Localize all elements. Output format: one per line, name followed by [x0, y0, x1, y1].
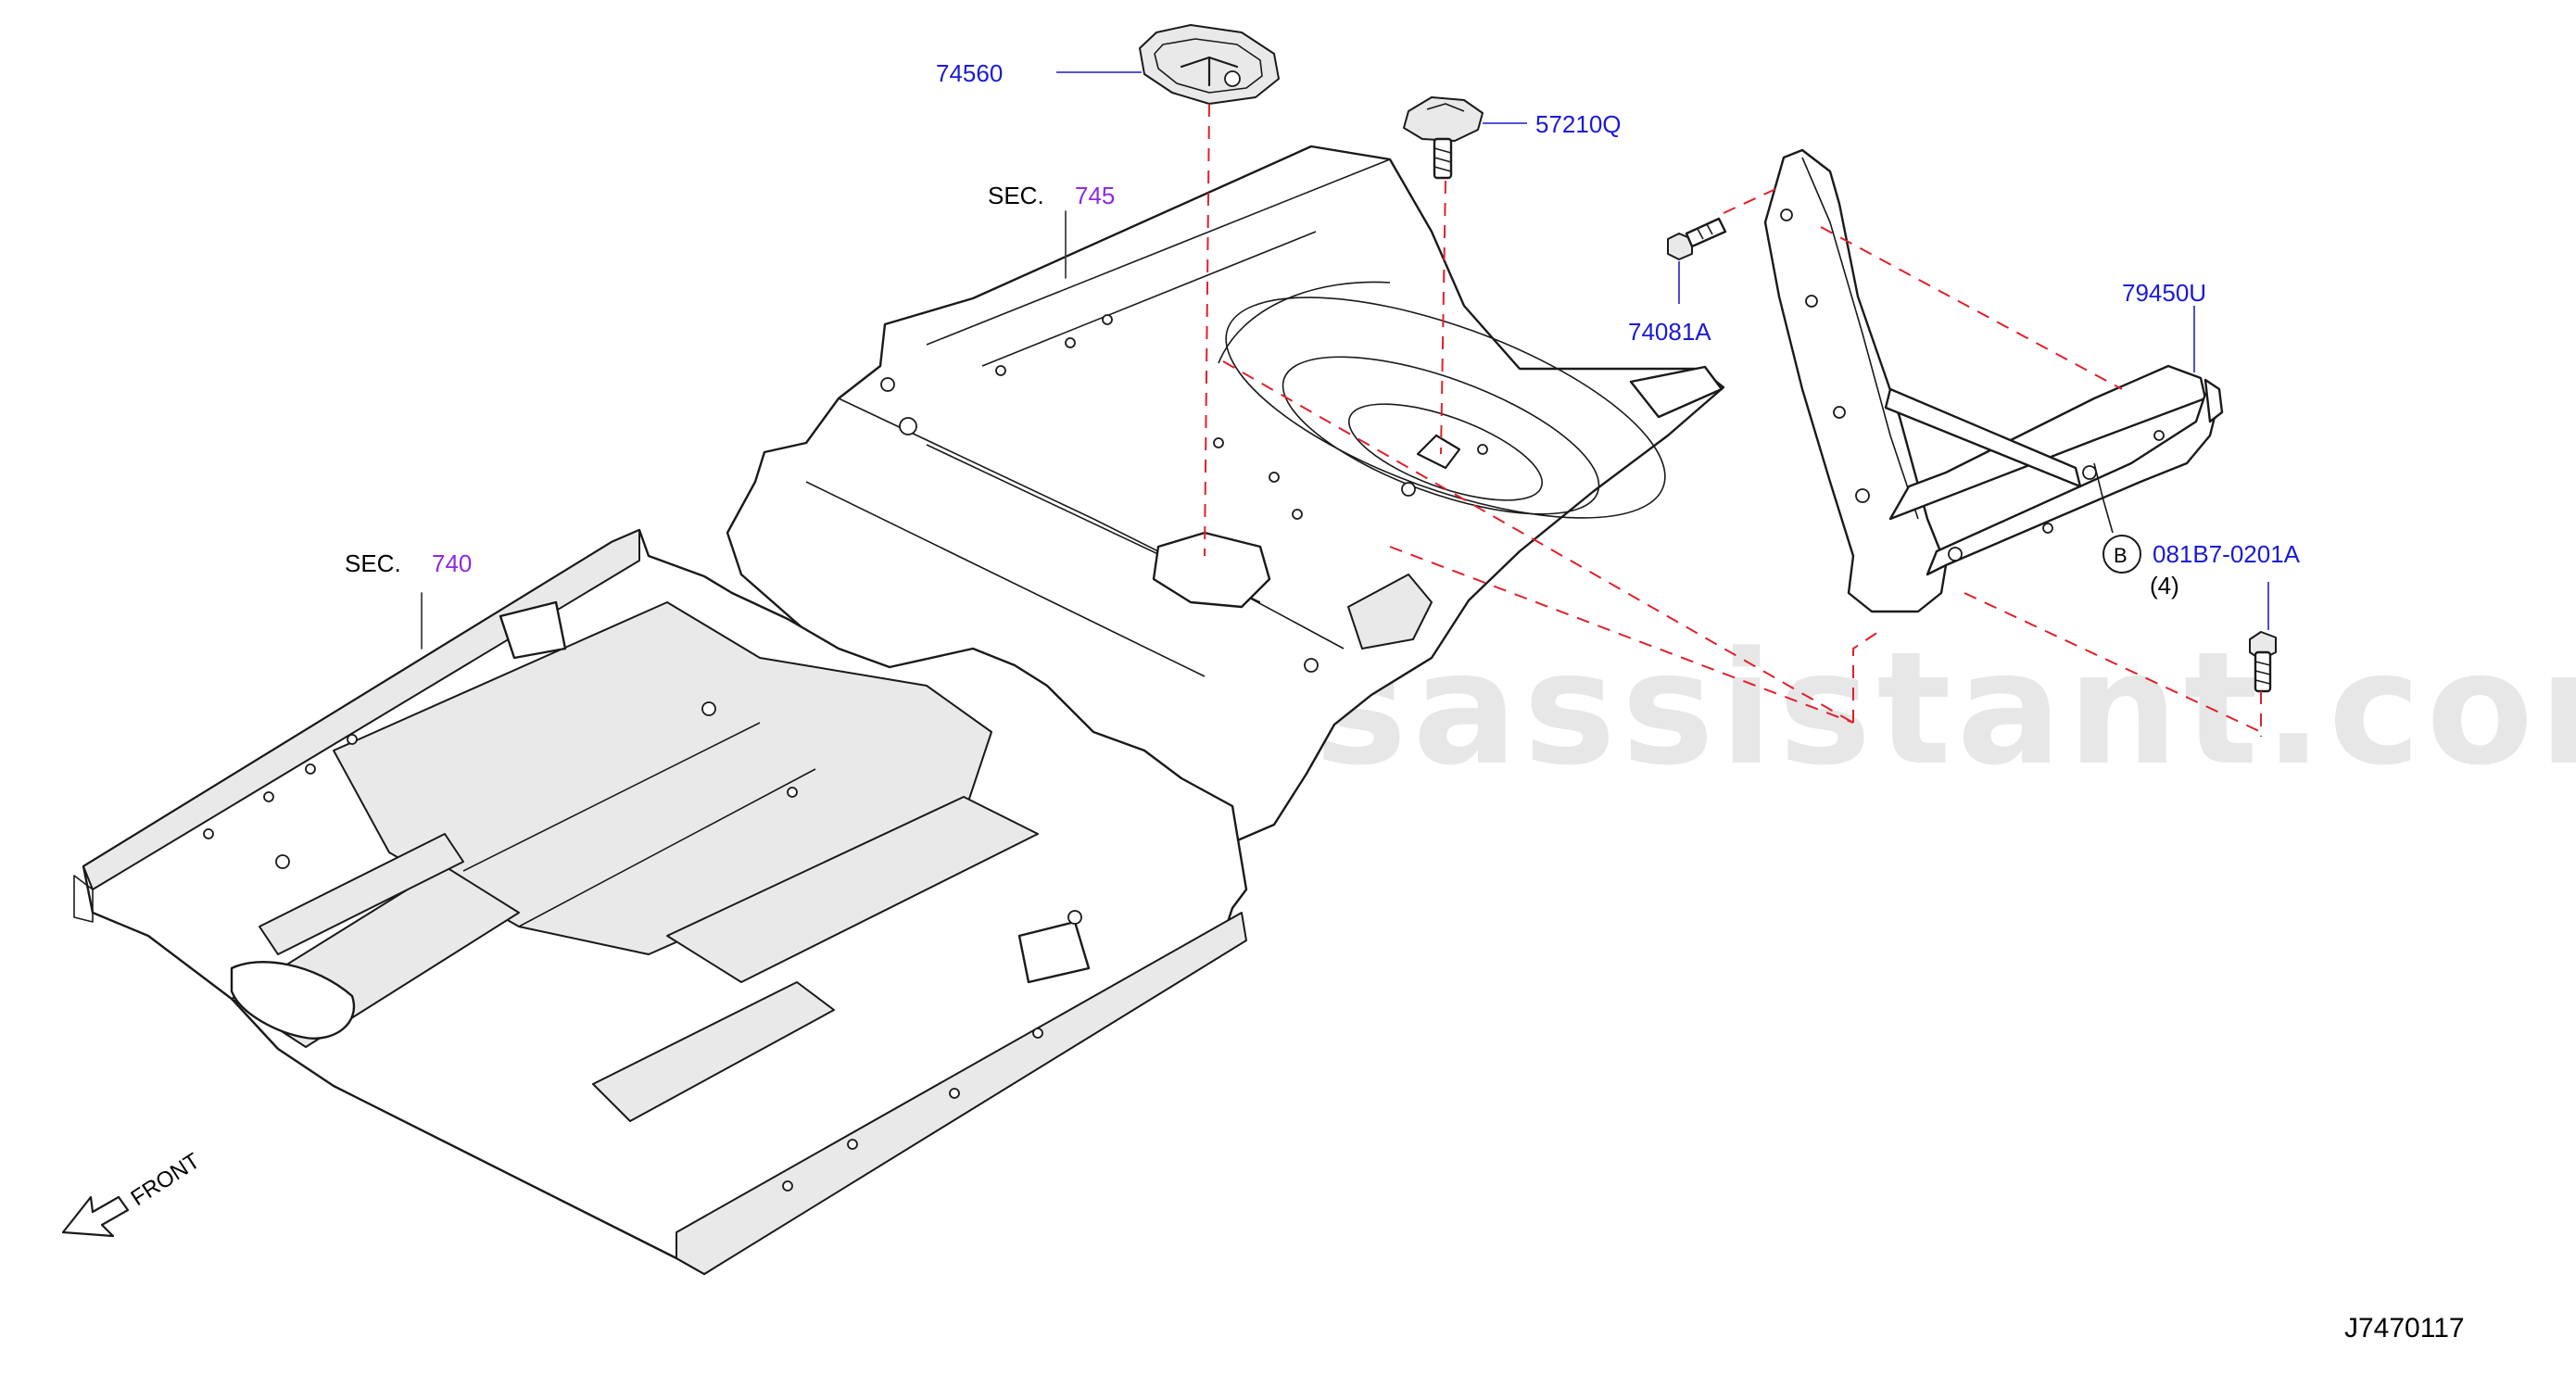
part-79450u-drawing: [1763, 148, 2224, 613]
front-floor-panel: [73, 528, 1248, 1276]
label-sec-prefix-lower: SEC.: [345, 549, 401, 577]
circle-b-letter: B: [2114, 544, 2128, 567]
part-74560-drawing: [1139, 24, 1280, 105]
label-57210q[interactable]: 57210Q: [1535, 110, 1622, 138]
leader-lines: [421, 71, 2269, 650]
front-arrow-icon: [61, 1195, 130, 1238]
circle-b-marker: [2102, 535, 2141, 574]
label-081b7-0201a[interactable]: 081B7-0201A: [2153, 540, 2301, 568]
part-081b7-drawing: [2249, 631, 2277, 693]
label-sec-740[interactable]: 740: [432, 549, 472, 577]
label-74081a[interactable]: 74081A: [1628, 318, 1711, 346]
label-sec-prefix-upper: SEC.: [988, 182, 1044, 209]
drawing-id: J7470117: [2344, 1313, 2465, 1343]
label-79450u[interactable]: 79450U: [2122, 279, 2206, 307]
label-74560[interactable]: 74560: [936, 59, 1003, 87]
label-sec-745[interactable]: 745: [1075, 182, 1115, 209]
label-quantity: (4): [2150, 572, 2179, 599]
part-74081a-drawing: [1667, 217, 1727, 260]
assembly-dashed-lines: [1204, 103, 2262, 737]
part-57210q-drawing: [1403, 96, 1484, 180]
label-front: FRONT: [127, 1148, 205, 1211]
